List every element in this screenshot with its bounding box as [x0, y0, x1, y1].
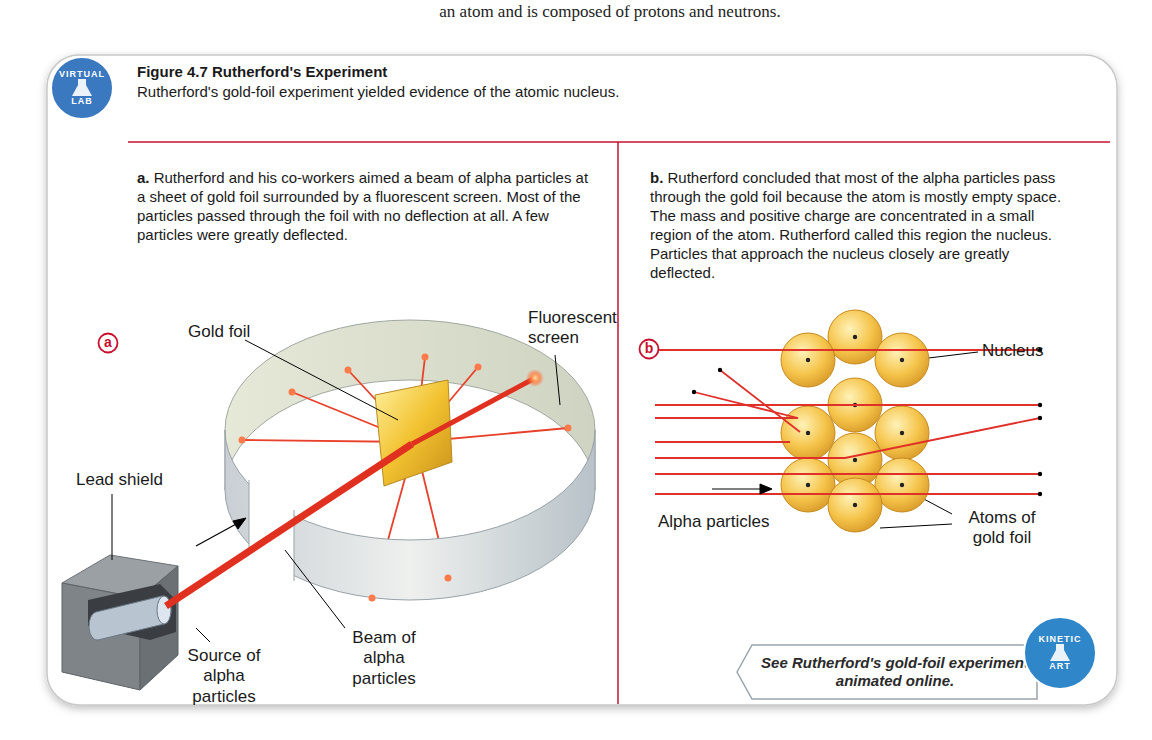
direction-arrow — [196, 518, 246, 546]
running-text: an atom and is composed of protons and n… — [330, 2, 890, 22]
node-shape — [1022, 615, 1098, 691]
node-text: VIRTUAL — [59, 70, 105, 79]
panel-letter: b — [638, 338, 660, 360]
caption-letter: a. — [137, 169, 150, 186]
part-label: Fluorescent screen — [528, 308, 628, 349]
online-callout: See Rutherford's gold-foil experiment an… — [736, 644, 1038, 700]
node-text: a — [104, 335, 112, 349]
node-text: b — [645, 341, 654, 355]
beam-spot — [526, 369, 544, 387]
part-label: Nucleus — [982, 341, 1043, 361]
alpha-arrow — [712, 484, 772, 494]
gold-atoms — [781, 310, 929, 532]
figure-subtitle: Rutherford's gold-foil experiment yielde… — [137, 83, 619, 101]
caption-text: Rutherford concluded that most of the al… — [650, 169, 1061, 281]
screen-front — [225, 430, 595, 600]
caption-block: a. Rutherford and his co-workers aimed a… — [137, 168, 599, 244]
part-label: Alpha particles — [658, 512, 770, 532]
gold-foil — [375, 380, 452, 486]
kinetic-art-badge: KINETIC ART — [1022, 615, 1098, 691]
alpha-paths — [655, 350, 1040, 494]
node-text: ART — [1049, 662, 1071, 671]
lead-shield — [62, 555, 178, 690]
caption-text: Rutherford and his co-workers aimed a be… — [137, 169, 588, 243]
part-label: Lead shield — [76, 470, 163, 490]
figure-title: Figure 4.7 Rutherford's Experiment — [137, 63, 387, 81]
part-label: Source of alpha particles — [170, 646, 278, 707]
node-text: LAB — [71, 97, 93, 106]
panel-divider — [617, 142, 619, 704]
node-shape — [49, 55, 115, 121]
beam-through — [412, 378, 535, 444]
part-label: Beam of alpha particles — [330, 628, 438, 689]
header-rule — [128, 141, 1110, 143]
panel-letter: a — [97, 332, 119, 354]
part-label: Gold foil — [188, 322, 250, 342]
node-text: See Rutherford's gold-foil experiment an… — [736, 654, 1038, 690]
beam-in — [166, 444, 412, 606]
leader-lines — [112, 340, 978, 642]
node-text: KINETIC — [1039, 635, 1082, 644]
path-ends — [692, 348, 1042, 496]
caption-block: b. Rutherford concluded that most of the… — [650, 168, 1070, 282]
virtual-lab-badge: VIRTUAL LAB — [49, 55, 115, 121]
screen-gap — [249, 478, 294, 584]
panel — [47, 55, 1117, 705]
caption-letter: b. — [650, 169, 663, 186]
part-label: Atoms of gold foil — [956, 508, 1048, 549]
